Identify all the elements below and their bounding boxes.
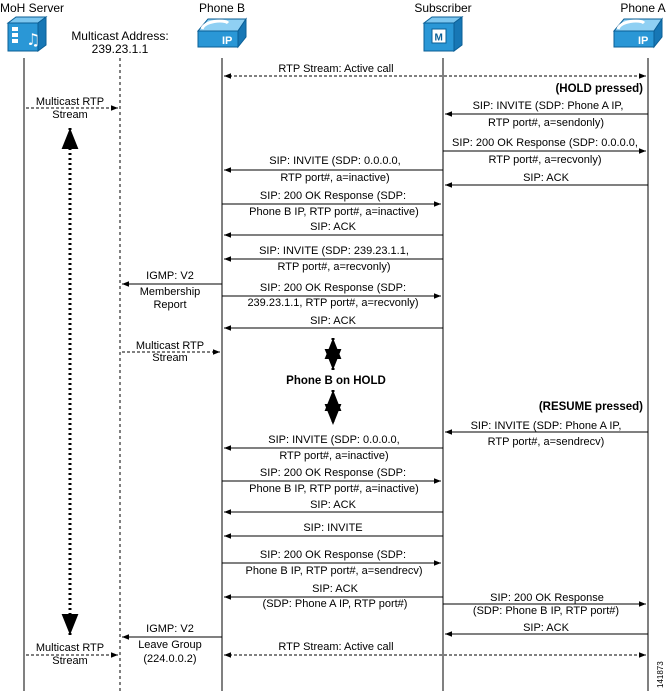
message-label: RTP port#, a=recvonly) [488,154,601,166]
multicast-rtp-label: Stream [52,109,87,121]
phone-a-label: Phone A [620,1,665,15]
message-label: SIP: ACK [310,221,357,233]
svg-text:M: M [435,33,443,44]
message-label: SIP: ACK [523,172,570,184]
message-label: (SDP: Phone A IP, RTP port#) [263,598,408,610]
igmp-label: Report [153,299,186,311]
svg-text:♫: ♫ [26,30,40,49]
figure-id: 141873 [656,661,665,688]
message-label: SIP: 200 OK Response (SDP: 0.0.0.0, [452,137,638,149]
ip-phone-icon: IP [196,17,247,49]
message-label: SIP: INVITE [303,522,362,534]
message-label: SIP: 200 OK Response (SDP: [260,282,406,294]
message-label: RTP port#, a=recvonly) [277,261,390,273]
message-label: Phone B IP, RTP port#, a=inactive) [249,206,419,218]
message-label: SIP: ACK [310,315,357,327]
multicast-rtp-label: Stream [52,655,87,667]
multicast-address-label: Multicast Address: [71,29,168,43]
igmp-label: IGMP: V2 [146,623,194,635]
subscriber-label: Subscriber [414,1,471,15]
message-label: 239.23.1.1, RTP port#, a=recvonly) [247,297,418,309]
resume-pressed-label: (RESUME pressed) [539,401,643,413]
igmp-label: Membership [140,286,201,298]
svg-text:IP: IP [222,35,232,47]
message-label: Phone B IP, RTP port#, a=inactive) [249,483,419,495]
message-label: SIP: 200 OK Response (SDP: [260,549,406,561]
multicast-rtp-label: Multicast RTP [36,642,104,654]
message-label: SIP: 200 OK Response (SDP: [260,467,406,479]
message-label: RTP port#, a=sendrecv) [488,436,605,448]
moh-server-label: MoH Server [0,1,64,15]
music-server-icon: ♫ [6,16,48,52]
call-manager-icon: M [422,16,464,52]
message-label: SIP: INVITE (SDP: Phone A IP, [473,100,624,112]
message-label: SIP: INVITE (SDP: 0.0.0.0, [268,434,399,446]
message-label: RTP port#, a=sendonly) [488,117,604,129]
message-label: SIP: INVITE (SDP: 0.0.0.0, [269,155,400,167]
on-hold-label: Phone B on HOLD [286,375,386,387]
svg-text:IP: IP [638,35,648,47]
multicast-address-value: 239.23.1.1 [92,42,149,56]
message-label: SIP: 200 OK Response [490,592,604,604]
phone-b-label: Phone B [199,1,245,15]
multicast-rtp-label: Multicast RTP [36,96,104,108]
message-label: SIP: INVITE (SDP: 239.23.1.1, [259,245,409,257]
message-label: RTP port#, a=inactive) [280,172,389,184]
hold-pressed-label: (HOLD pressed) [555,83,643,95]
multicast-rtp-label: Multicast RTP [136,340,204,352]
message-label: SIP: 200 OK Response (SDP: [260,190,406,202]
message-label: RTP port#, a=inactive) [279,450,388,462]
ip-phone-icon: IP [612,17,663,49]
message-label: SIP: ACK [312,583,359,595]
message-label: SIP: ACK [310,499,357,511]
message-label: SIP: INVITE (SDP: Phone A IP, [471,420,622,432]
multicast-rtp-label: Stream [152,352,187,364]
igmp-label: (224.0.0.2) [143,653,196,665]
rtp-stream-label: RTP Stream: Active call [278,641,393,653]
message-label: SIP: ACK [523,622,570,634]
message-label: (SDP: Phone B IP, RTP port#) [473,605,619,617]
igmp-label: IGMP: V2 [146,270,194,282]
igmp-label: Leave Group [138,639,202,651]
message-label: Phone B IP, RTP port#, a=sendrecv) [245,565,422,577]
rtp-stream-label: RTP Stream: Active call [278,63,393,75]
